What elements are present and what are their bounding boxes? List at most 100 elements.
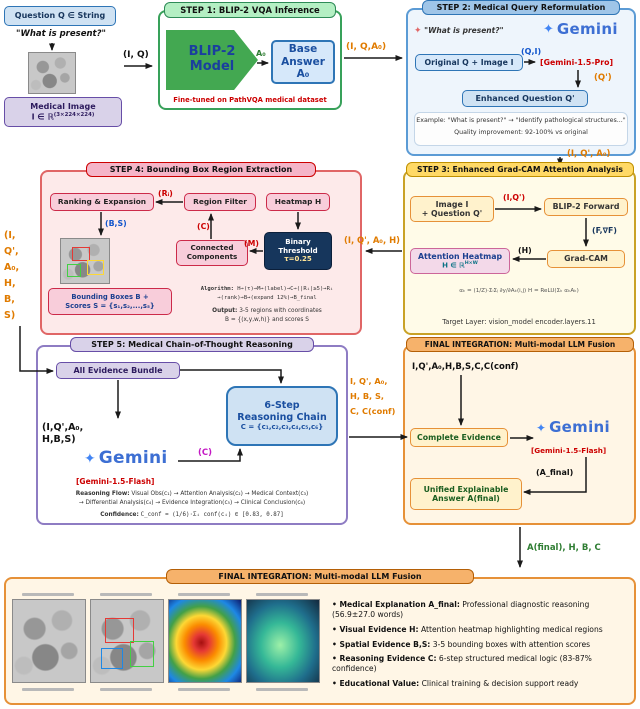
step2-example-card xyxy=(414,112,628,146)
label-i-qprime-a0: (I, Q', A₀) xyxy=(567,149,611,159)
step1-header: STEP 1: BLIP-2 VQA Inference xyxy=(164,2,336,18)
label-ri: (Rᵢ) xyxy=(158,189,173,198)
region-filter-box: Region Filter xyxy=(184,193,256,211)
blip2-model-label-line2: Model xyxy=(189,59,235,74)
step4-output-line1: Output: 3-5 regions with coordinates xyxy=(212,308,322,314)
step2-example-line1: Example: "What is present?" → "Identify … xyxy=(416,117,626,124)
medical-image-box: Medical Image I ∈ ℝ(3×224×224) xyxy=(4,97,122,127)
question-input-label: Question Q ∈ String xyxy=(14,11,106,21)
panel-caption-bar xyxy=(256,593,308,596)
panel-caption-bar xyxy=(100,688,152,691)
fusion-header: FINAL INTEGRATION: Multi-modal LLM Fusio… xyxy=(406,337,634,352)
label-a-final: (A_final) xyxy=(536,468,574,477)
label-m: (M) xyxy=(244,239,259,248)
panel-caption-bar xyxy=(178,593,230,596)
label-b-s: (B,S) xyxy=(105,219,127,228)
evidence-bullet-list: Medical Explanation A_final: Professiona… xyxy=(332,600,628,694)
gemini-wordmark: Gemini xyxy=(549,418,610,436)
connected-components-box: Connected Components xyxy=(176,240,248,266)
medical-image-label-line1: Medical Image xyxy=(30,102,96,112)
step3-header: STEP 3: Enhanced Grad-CAM Attention Anal… xyxy=(406,162,634,177)
gemini-star-icon: ✦ xyxy=(536,420,547,435)
label-h: (H) xyxy=(518,246,532,255)
input-medical-image xyxy=(28,52,76,94)
panel-caption-bar xyxy=(178,688,230,691)
gemini-star-icon: ✦ xyxy=(543,22,554,37)
sparkle-icon: ✦ xyxy=(414,26,422,36)
gradcam-box: Grad-CAM xyxy=(547,250,625,268)
gemini-star-icon: ✦ xyxy=(84,450,96,467)
bbox-red xyxy=(105,618,135,643)
gradcam-formula: αₖ = (1/Z)·ΣᵢΣⱼ ∂y/∂Aₖ(i,j) H = ReLU(Σₖ … xyxy=(459,288,579,294)
result-overlay-image xyxy=(246,599,320,683)
confidence-note: Confidence: C_conf = (1/6)·Σᵢ conf(cᵢ) ∈… xyxy=(100,512,284,518)
enhanced-question-box: Enhanced Question Q' xyxy=(462,90,588,107)
bundle-evidence-label: (I,Q',A₀, H,B,S) xyxy=(42,422,84,445)
fusion-evidence-label: I,Q',A₀,H,B,S,C,C(conf) xyxy=(412,362,519,372)
step1-footnote: Fine-tuned on PathVQA medical dataset xyxy=(173,96,327,104)
image-question-box: Image I + Question Q' xyxy=(410,196,494,222)
label-i-qprime: (I,Q') xyxy=(503,193,526,202)
result-bbox-image xyxy=(90,599,164,683)
rail-evidence-left: (I, Q', A₀, H, B, S) xyxy=(4,230,20,321)
binary-threshold-box: Binary Threshold τ=0.25 xyxy=(264,232,332,270)
bullet-visual-evidence: Visual Evidence H: Attention heatmap hig… xyxy=(332,625,628,635)
bounding-boxes-scores-box: Bounding Boxes B + Scores S = {s₁,s₂,...… xyxy=(48,288,172,315)
medical-image-label-line2: I ∈ ℝ(3×224×224) xyxy=(31,111,95,122)
step4-header: STEP 4: Bounding Box Region Extraction xyxy=(86,162,316,177)
label-afinal-h-b-c: A(final), H, B, C xyxy=(527,543,601,553)
rail-evidence-mid: I, Q', A₀, H, B, S, C, C(conf) xyxy=(350,376,396,416)
reasoning-flow-line1: Reasoning Flow: Visual Obs(c₁) → Attenti… xyxy=(75,491,309,497)
step2-mini-question: ✦ "What is present?" xyxy=(414,26,504,36)
panel-caption-bar xyxy=(100,593,152,596)
step5-header: STEP 5: Medical Chain-of-Thought Reasoni… xyxy=(70,337,314,352)
bullet-medical-explanation: Medical Explanation A_final: Professiona… xyxy=(332,600,628,620)
step2-example-line2: Quality improvement: 92-100% vs original xyxy=(454,129,588,136)
unified-answer-box: Unified Explainable Answer A(final) xyxy=(410,478,522,510)
bbox-red xyxy=(71,246,90,261)
panel-caption-bar xyxy=(256,688,308,691)
gemini-flash-tag-fusion: [Gemini-1.5-Flash] xyxy=(531,446,607,455)
ranking-expansion-box: Ranking & Expansion xyxy=(50,193,154,211)
question-example-text: "What is present?" xyxy=(16,29,106,39)
bullet-educational-value: Educational Value: Clinical training & d… xyxy=(332,679,628,689)
step2-header: STEP 2: Medical Query Reformulation xyxy=(422,0,620,15)
complete-evidence-box: Complete Evidence xyxy=(410,428,508,447)
gemini-logo-step5: ✦ Gemini xyxy=(84,450,168,467)
label-i-qprime-a0-h: (I, Q', A₀, H) xyxy=(344,235,400,245)
bbox-result-image xyxy=(60,238,110,284)
target-layer-note: Target Layer: vision_model encoder.layer… xyxy=(442,318,596,326)
panel-caption-bar xyxy=(22,688,74,691)
gemini-flash-tag-step5: [Gemini-1.5-Flash] xyxy=(76,477,155,486)
all-evidence-bundle-box: All Evidence Bundle xyxy=(56,362,180,379)
label-i-q-a0: (I, Q,A₀) xyxy=(346,42,387,52)
attention-heatmap-box: Attention Heatmap H ∈ ℝH×W xyxy=(410,248,510,274)
gemini-logo-fusion: ✦ Gemini xyxy=(536,420,610,435)
gemini-logo-step2: ✦ Gemini xyxy=(543,22,618,37)
gemini-wordmark: Gemini xyxy=(556,20,618,38)
bbox-green xyxy=(129,641,155,668)
reasoning-chain-box: 6-Step Reasoning Chain C = {c₁,c₂,c₃,c₄,… xyxy=(226,386,338,446)
label-i-q: (I, Q) xyxy=(123,50,149,60)
heatmap-h-box: Heatmap H xyxy=(266,193,330,211)
gemini-pro-tag: [Gemini-1.5-Pro] xyxy=(540,58,614,67)
gemini-wordmark: Gemini xyxy=(98,448,168,468)
result-original-image xyxy=(12,599,86,683)
blip2-model-label-line1: BLIP-2 xyxy=(188,44,236,60)
label-f-gradf: (F,∇F) xyxy=(592,226,617,235)
bbox-blue xyxy=(101,647,123,669)
base-answer-box: Base Answer A₀ xyxy=(271,40,335,84)
bbox-yellow xyxy=(87,260,104,276)
original-question-box: Original Q + Image I xyxy=(415,54,523,71)
question-input-box: Question Q ∈ String xyxy=(4,6,116,26)
output-header: FINAL INTEGRATION: Multi-modal LLM Fusio… xyxy=(166,569,474,584)
panel-caption-bar xyxy=(22,593,74,596)
blip2-forward-box: BLIP-2 Forward xyxy=(544,198,628,216)
step4-algorithm-line2: →(rank)→B→(expand 12%)→B_final xyxy=(217,295,317,301)
step4-algorithm-line1: Algorithm: H→(τ)→M→(label)→C→(|Rᵢ|≥5)→Rᵢ xyxy=(200,286,334,292)
label-c-chain: (C) xyxy=(198,448,213,458)
reasoning-flow-line2: → Differential Analysis(c₄) → Evidence I… xyxy=(78,500,306,506)
result-heatmap-image xyxy=(168,599,242,683)
label-a0: A₀ xyxy=(256,49,266,58)
